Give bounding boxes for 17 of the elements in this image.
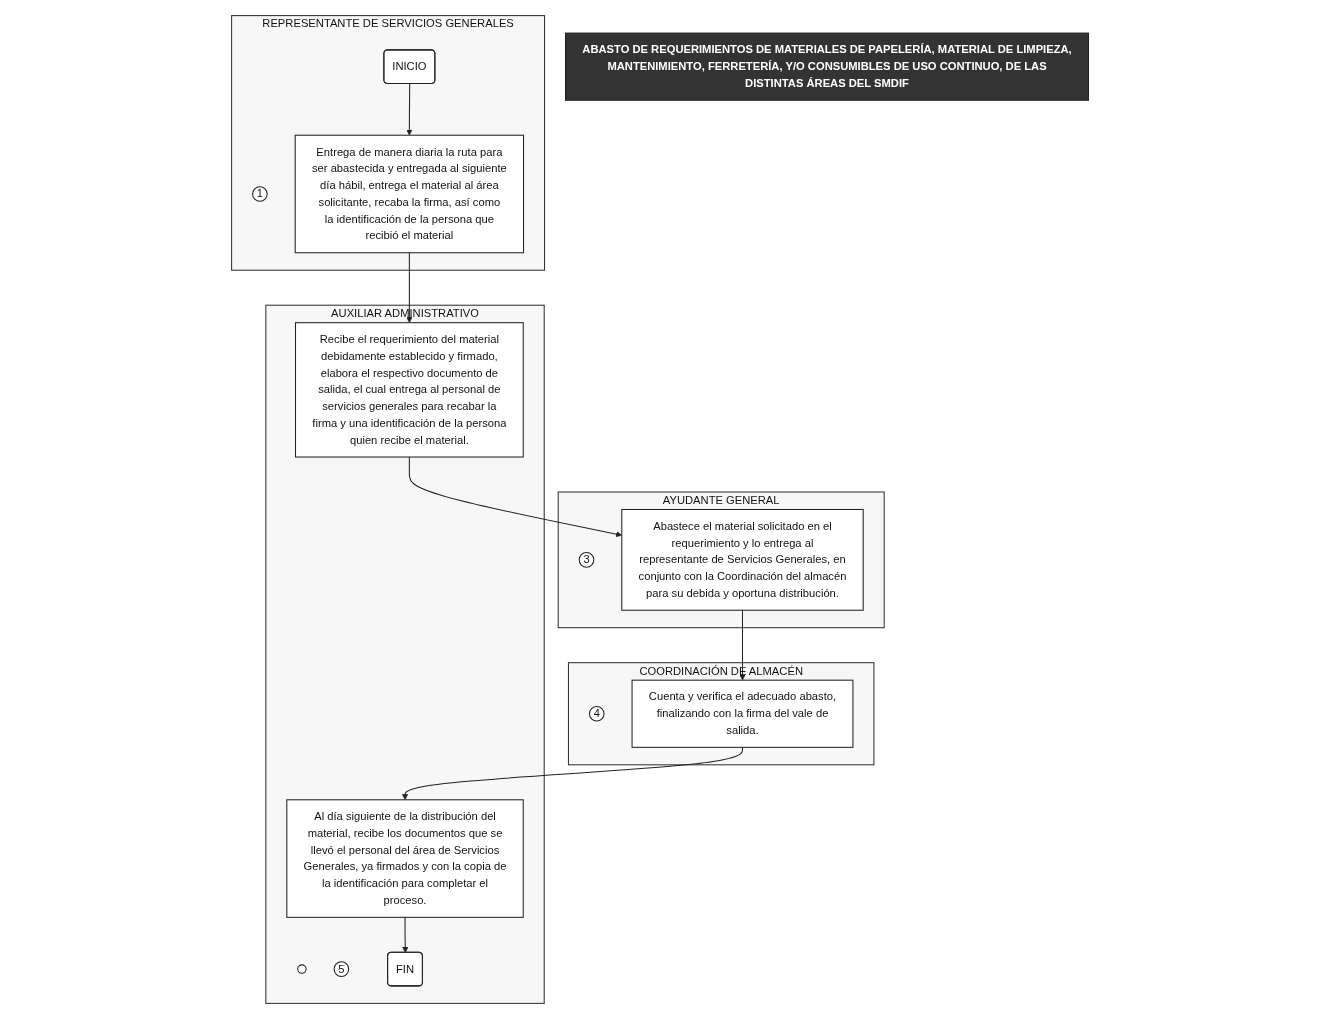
- arrow: [402, 916, 409, 953]
- node-box: Al día siguiente de la distribución del material, recibe los documentos que se llevó el personal del área de Servicios Generales, ya firmados y con la copia de la identificación para completar el proceso.: [286, 799, 525, 918]
- node-circle: 3: [579, 552, 595, 568]
- node-box: Entrega de manera diaria la ruta para ser abastecida y entregada al siguiente día hábil, entrega el material al área solicitante, recaba la firma, así como la identificación de la persona que recibió el material: [295, 134, 525, 254]
- node-box: ABASTO DE REQUERIMIENTOS DE MATERIALES DE PAPELERÍA, MATERIAL DE LIMPIEZA, MANTENIMIENTO, FERRETERÍA, Y/O CONSUMIBLES DE USO CONTINUO, DE LAS DISTINTAS ÁREAS DEL SMDIF: [565, 32, 1090, 101]
- node-circle: 5: [334, 961, 350, 977]
- node-box: Cuenta y verifica el adecuado abasto, finalizando con la firma del vale de salida.: [631, 679, 854, 748]
- node-box: Recibe el requerimiento del material debidamente establecido y firmado, elabora el respectivo documento de salida, el cual entrega al personal de servicios generales para recabar la firma y una identificación de la persona quien recibe el material.: [295, 322, 525, 458]
- arrow: [406, 252, 413, 323]
- node-box: Abastece el material solicitado en el requerimiento y lo entrega al representante de Servicios Generales, en conjunto con la Coordinación del almacén para su debida y oportuna distribución.: [621, 508, 865, 611]
- arrow: [739, 609, 746, 681]
- arrow: [406, 83, 413, 136]
- node-circle: [297, 964, 308, 974]
- node-circle: 4: [589, 705, 606, 722]
- node-circle: 1: [252, 186, 269, 202]
- arrow: [409, 456, 623, 538]
- arrow: [402, 746, 744, 801]
